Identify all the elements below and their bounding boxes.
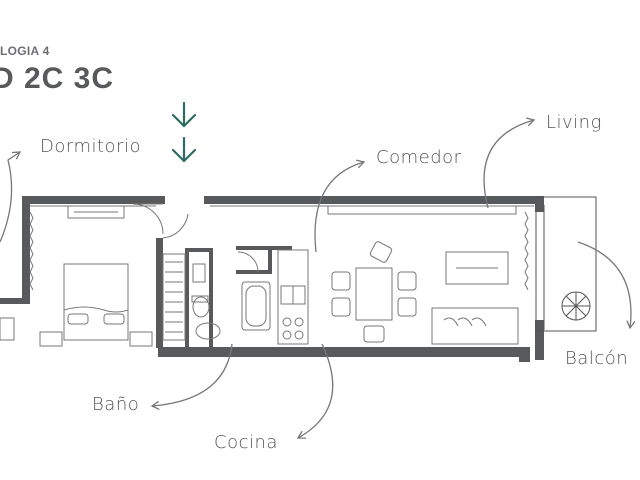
bathroom-fixtures bbox=[162, 253, 271, 341]
label-cocina: Cocina bbox=[214, 432, 278, 453]
kitchen-fixtures bbox=[237, 249, 309, 345]
living-furniture bbox=[327, 205, 519, 345]
balcony bbox=[535, 196, 597, 332]
walls bbox=[0, 196, 544, 362]
bedroom-furniture bbox=[0, 203, 189, 347]
label-living: Living bbox=[546, 112, 602, 133]
plan-title: D 2C 3C bbox=[0, 62, 115, 95]
leader-arrows bbox=[0, 117, 636, 439]
label-bano: Baño bbox=[92, 394, 140, 415]
label-balcon: Balcón bbox=[565, 348, 629, 369]
label-dormitorio: Dormitorio bbox=[40, 136, 141, 157]
dining-furniture bbox=[331, 241, 417, 343]
label-comedor: Comedor bbox=[376, 147, 462, 168]
double-down-arrow-icon bbox=[171, 101, 197, 163]
plan-subtitle: LOGIA 4 bbox=[0, 44, 50, 58]
